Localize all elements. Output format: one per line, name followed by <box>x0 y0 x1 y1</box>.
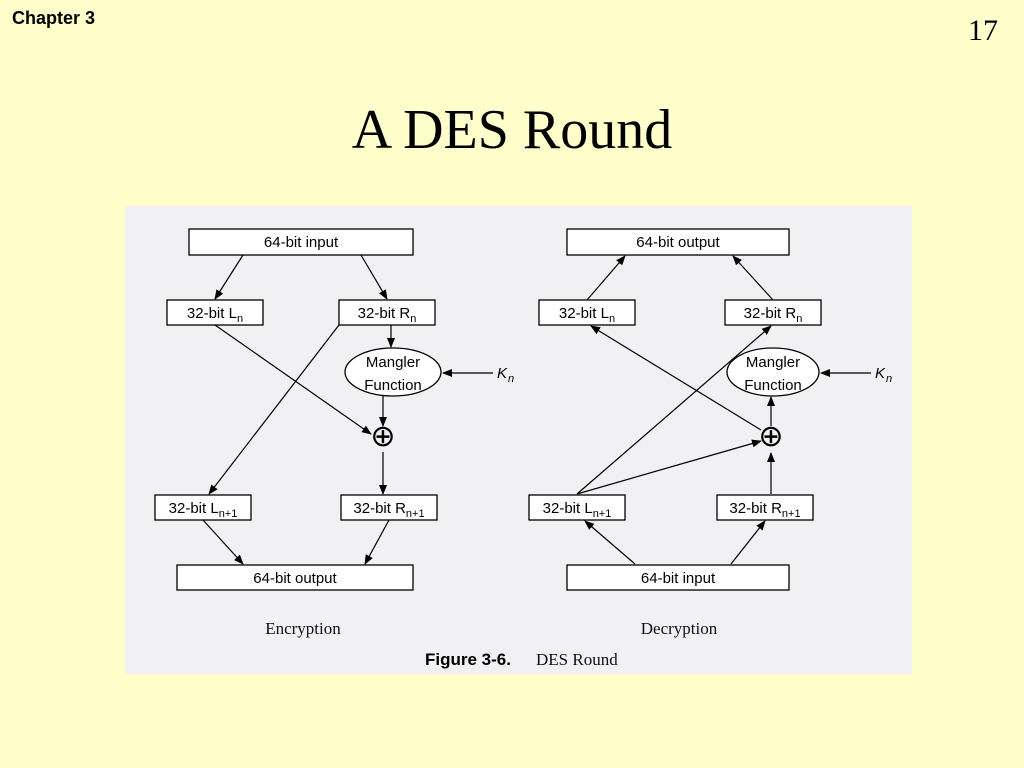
decryption-diagram: 64-bit output 32-bit Ln 32-bit Rn Mangle… <box>528 228 892 638</box>
dec-key-label: K n <box>875 365 892 385</box>
chapter-label: Chapter 3 <box>12 8 96 28</box>
dec-arrows <box>576 255 871 565</box>
slide-number: 17 <box>968 14 998 47</box>
enc-next-right-label: 32-bit Rn+1 <box>353 500 424 520</box>
dec-mangler-line1: Mangler <box>746 354 800 371</box>
svg-text:K: K <box>497 365 508 382</box>
enc-input-label: 64-bit input <box>264 234 339 251</box>
enc-key-label: K n <box>497 365 514 385</box>
enc-right-half-box: 32-bit Rn <box>338 299 436 326</box>
enc-input-box: 64-bit input <box>188 228 414 256</box>
dec-right-half-box: 32-bit Rn <box>724 299 822 326</box>
enc-left-half-box: 32-bit Ln <box>166 299 264 326</box>
enc-arrows <box>202 254 493 565</box>
des-round-diagram: 64-bit input 32-bit Ln 32-bit Rn Mangler… <box>125 206 912 674</box>
enc-left-half-label: 32-bit Ln <box>187 305 243 325</box>
enc-mangler-line1: Mangler <box>366 354 420 371</box>
dec-right-half-label: 32-bit Rn <box>744 305 803 325</box>
dec-caption: Decryption <box>641 619 718 638</box>
enc-mangler-line2: Function <box>364 377 422 394</box>
dec-next-right-label: 32-bit Rn+1 <box>729 500 800 520</box>
dec-output-label: 64-bit output <box>636 234 720 251</box>
dec-left-half-box: 32-bit Ln <box>538 299 636 326</box>
enc-mangler-function: Mangler Function <box>344 347 442 397</box>
dec-next-left-box: 32-bit Ln+1 <box>528 494 626 521</box>
encryption-diagram: 64-bit input 32-bit Ln 32-bit Rn Mangler… <box>154 228 514 638</box>
enc-next-right-box: 32-bit Rn+1 <box>340 494 438 521</box>
dec-mangler-line2: Function <box>744 377 802 394</box>
svg-text:K: K <box>875 365 886 382</box>
figure-title: DES Round <box>536 650 618 669</box>
dec-left-half-label: 32-bit Ln <box>559 305 615 325</box>
enc-output-label: 64-bit output <box>253 570 337 587</box>
dec-output-box: 64-bit output <box>566 228 790 256</box>
svg-text:n: n <box>886 373 892 385</box>
dec-mangler-function: Mangler Function <box>726 347 820 397</box>
figure-label: Figure 3-6. <box>425 650 511 669</box>
svg-text:n: n <box>508 373 514 385</box>
dec-next-left-label: 32-bit Ln+1 <box>543 500 612 520</box>
enc-output-box: 64-bit output <box>176 564 414 591</box>
dec-next-right-box: 32-bit Rn+1 <box>716 494 814 521</box>
enc-next-left-box: 32-bit Ln+1 <box>154 494 252 521</box>
figure-background <box>125 206 912 674</box>
enc-right-half-label: 32-bit Rn <box>358 305 417 325</box>
slide-title: A DES Round <box>351 99 673 161</box>
dec-input-label: 64-bit input <box>641 570 716 587</box>
enc-caption: Encryption <box>265 619 341 638</box>
enc-next-left-label: 32-bit Ln+1 <box>169 500 238 520</box>
dec-input-box: 64-bit input <box>566 564 790 591</box>
